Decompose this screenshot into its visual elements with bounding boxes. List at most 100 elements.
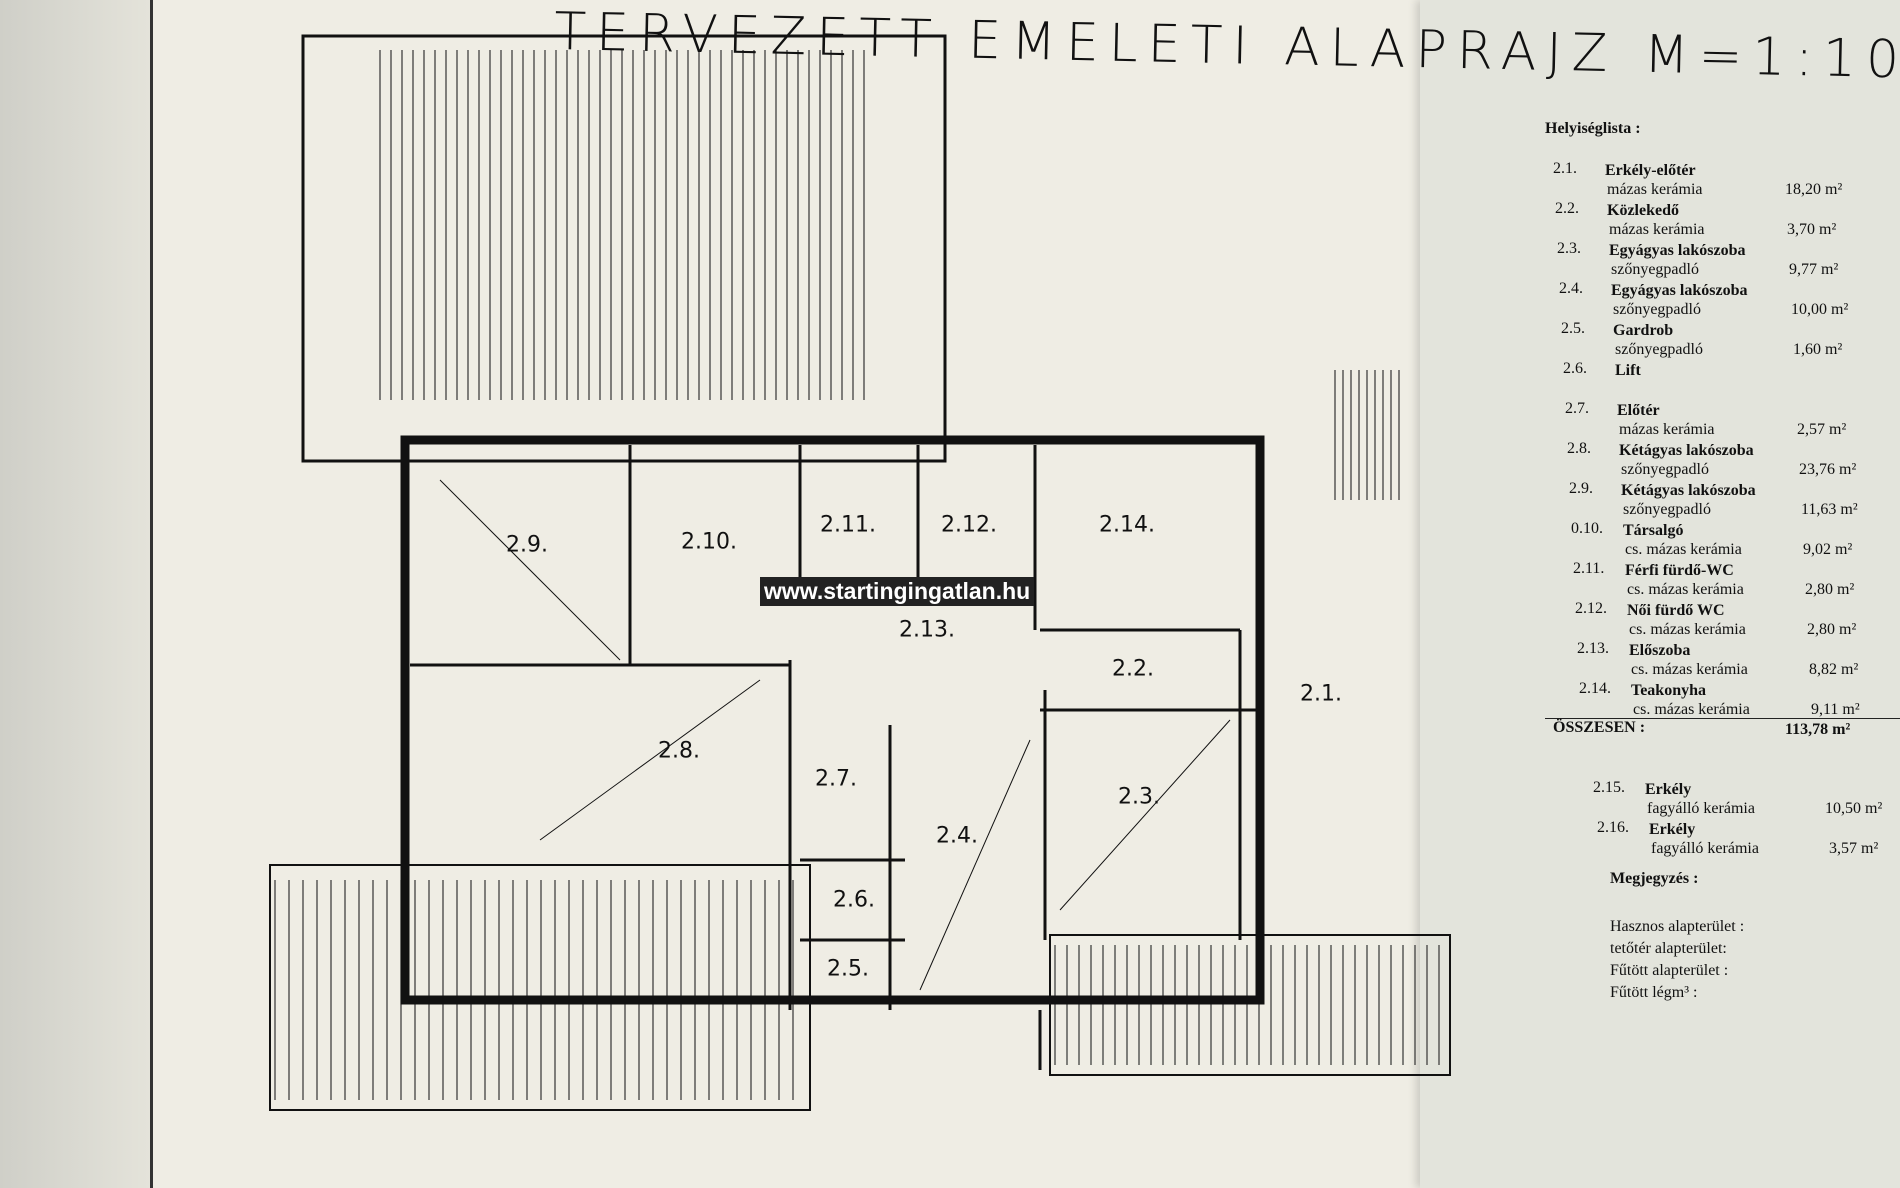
room-name: Lift: [1615, 362, 1641, 379]
room-floor: fagyálló kerámia: [1651, 840, 1759, 857]
room-floor: mázas kerámia: [1607, 181, 1703, 198]
room-label: 2.5.: [827, 956, 869, 982]
room-label: 2.7.: [815, 766, 857, 792]
room-floor: cs. mázas kerámia: [1627, 581, 1744, 598]
room-name: Kétágyas lakószoba: [1621, 482, 1756, 499]
room-label: 2.12.: [941, 512, 997, 538]
room-label: 2.14.: [1099, 512, 1155, 538]
room-num: 2.9.: [1569, 480, 1593, 497]
room-label: 2.1.: [1300, 681, 1342, 707]
background-strip: [0, 0, 150, 1188]
room-name: Egyágyas lakószoba: [1609, 242, 1746, 259]
room-area: 10,00 m²: [1791, 301, 1849, 318]
room-floor: cs. mázas kerámia: [1625, 541, 1742, 558]
room-num: 0.10.: [1571, 520, 1603, 537]
notes: Megjegyzés : Hasznos alapterület : tetőt…: [1610, 870, 1744, 1006]
room-num: 2.1.: [1553, 160, 1577, 177]
total-row: ÖSSZESEN : 113,78 m²: [1545, 718, 1900, 759]
room-num: 2.16.: [1597, 819, 1629, 836]
room-num: 2.6.: [1563, 360, 1587, 377]
room-list-item: 2.11. Férfi fürdő-WC cs. mázas kerámia 2,80…: [1565, 560, 1900, 600]
room-area: 9,11 m²: [1811, 701, 1860, 718]
room-label: 2.2.: [1112, 656, 1154, 682]
room-area: 23,76 m²: [1799, 461, 1857, 478]
room-area: 3,70 m²: [1787, 221, 1837, 238]
room-area: 8,82 m²: [1809, 661, 1859, 678]
room-num: 2.13.: [1577, 640, 1609, 657]
room-num: 2.4.: [1559, 280, 1583, 297]
room-name: Egyágyas lakószoba: [1611, 282, 1748, 299]
room-label: 2.11.: [820, 512, 876, 538]
total-area: 113,78 m²: [1785, 721, 1851, 738]
room-area: 9,77 m²: [1789, 261, 1839, 278]
note-line: Fűtött légm³ :: [1610, 984, 1698, 1001]
total-label: ÖSSZESEN :: [1553, 719, 1646, 736]
room-list-item: 2.4. Egyágyas lakószoba szőnyegpadló 10,00 …: [1551, 280, 1900, 320]
notes-heading: Megjegyzés :: [1610, 870, 1699, 887]
room-list-sheet: [1420, 0, 1900, 1188]
room-name: Gardrob: [1613, 322, 1674, 339]
note-line: Hasznos alapterület :: [1610, 918, 1745, 935]
room-list-item: 2.3. Egyágyas lakószoba szőnyegpadló 9,77 m…: [1549, 240, 1900, 280]
room-list-item: 2.13. Előszoba cs. mázas kerámia 8,82 m²: [1569, 640, 1900, 680]
room-floor: mázas kerámia: [1619, 421, 1715, 438]
room-num: 2.5.: [1561, 320, 1585, 337]
bed-diagonal: [1059, 719, 1231, 911]
room-name: Férfi fürdő-WC: [1625, 562, 1734, 579]
room-name: Erkély: [1649, 821, 1696, 838]
room-num: 2.8.: [1567, 440, 1591, 457]
room-label: 2.3.: [1118, 784, 1160, 810]
roof-outline-top: [301, 34, 947, 463]
bed-diagonal: [439, 479, 621, 661]
room-num: 2.12.: [1575, 600, 1607, 617]
room-area: 10,50 m²: [1825, 800, 1883, 817]
room-area: 2,57 m²: [1797, 421, 1847, 438]
room-num: 2.15.: [1593, 779, 1625, 796]
room-area: 9,02 m²: [1803, 541, 1853, 558]
roof-outline-bottom-right: [1049, 934, 1451, 1076]
watermark: www.startingingatlan.hu: [760, 577, 1035, 606]
note-line: tetőtér alapterület:: [1610, 940, 1727, 957]
room-floor: cs. mázas kerámia: [1631, 661, 1748, 678]
room-name: Teakonyha: [1631, 682, 1706, 699]
note-line: Fűtött alapterület :: [1610, 962, 1729, 979]
room-name: Előtér: [1617, 402, 1660, 419]
room-floor: fagyálló kerámia: [1647, 800, 1755, 817]
roof-outline-bottom-left: [269, 864, 811, 1111]
room-list-heading: Helyiséglista :: [1545, 120, 1641, 137]
room-label: 2.6.: [833, 887, 875, 913]
bed-diagonal: [539, 679, 761, 841]
room-name: Előszoba: [1629, 642, 1691, 659]
room-floor: szőnyegpadló: [1611, 261, 1699, 278]
room-area: 1,60 m²: [1793, 341, 1843, 358]
roof-hatching: [274, 50, 1440, 1100]
room-list: Helyiséglista : 2.1. Erkély-előtér mázas k…: [1545, 120, 1900, 859]
room-name: Társalgó: [1623, 522, 1684, 539]
room-label: 2.4.: [936, 823, 978, 849]
room-floor: szőnyegpadló: [1613, 301, 1701, 318]
room-label: 2.9.: [506, 532, 548, 558]
room-area: 2,80 m²: [1805, 581, 1855, 598]
bed-diagonal: [919, 739, 1031, 991]
room-label: 2.13.: [899, 617, 955, 643]
room-name: Erkély-előtér: [1605, 162, 1696, 179]
outer-wall: [400, 435, 1265, 1005]
room-num: 2.3.: [1557, 240, 1581, 257]
room-area: 3,57 m²: [1829, 840, 1879, 857]
room-list-item: 2.16. Erkély fagyálló kerámia 3,57 m²: [1589, 819, 1900, 859]
room-num: 2.14.: [1579, 680, 1611, 697]
room-area: 11,63 m²: [1801, 501, 1858, 518]
room-num: 2.11.: [1573, 560, 1605, 577]
room-floor: cs. mázas kerámia: [1629, 621, 1746, 638]
room-floor: mázas kerámia: [1609, 221, 1705, 238]
room-floor: szőnyegpadló: [1623, 501, 1711, 518]
